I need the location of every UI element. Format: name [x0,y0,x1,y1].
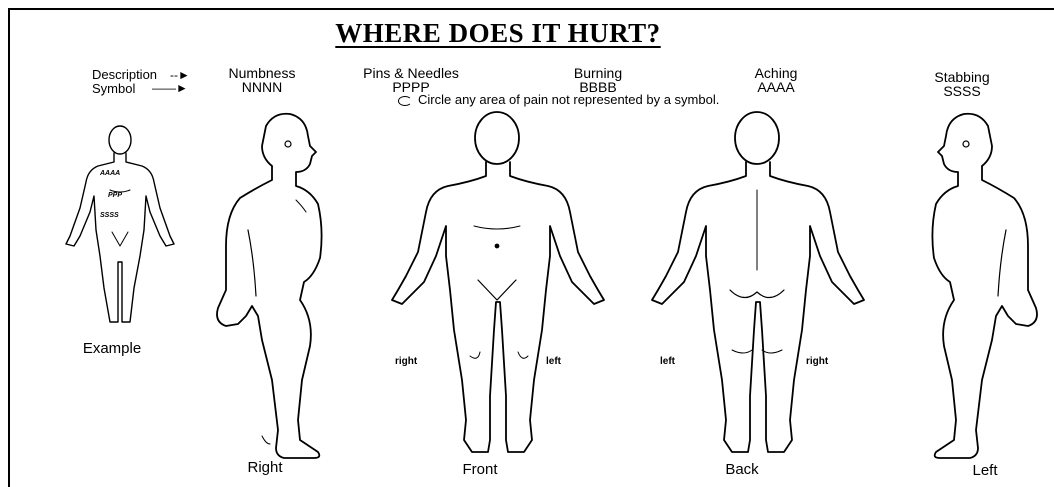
right-side-figure [217,114,322,458]
front-right-side-label: right [395,356,417,367]
example-figure [66,126,174,322]
back-figure [652,112,864,452]
right-view-label: Right [247,459,282,476]
example-label: Example [83,340,141,357]
back-view-label: Back [725,461,758,478]
back-left-side-label: left [660,356,675,367]
example-stabbing-mark: SSSS [100,212,119,219]
example-pins-mark: PPP [108,192,122,199]
front-left-side-label: left [546,356,561,367]
back-right-side-label: right [806,356,828,367]
front-figure [392,112,604,452]
left-side-figure [932,114,1037,458]
example-aching-mark: AAAA [100,170,120,177]
front-view-label: Front [462,461,497,478]
left-view-label: Left [972,462,997,479]
